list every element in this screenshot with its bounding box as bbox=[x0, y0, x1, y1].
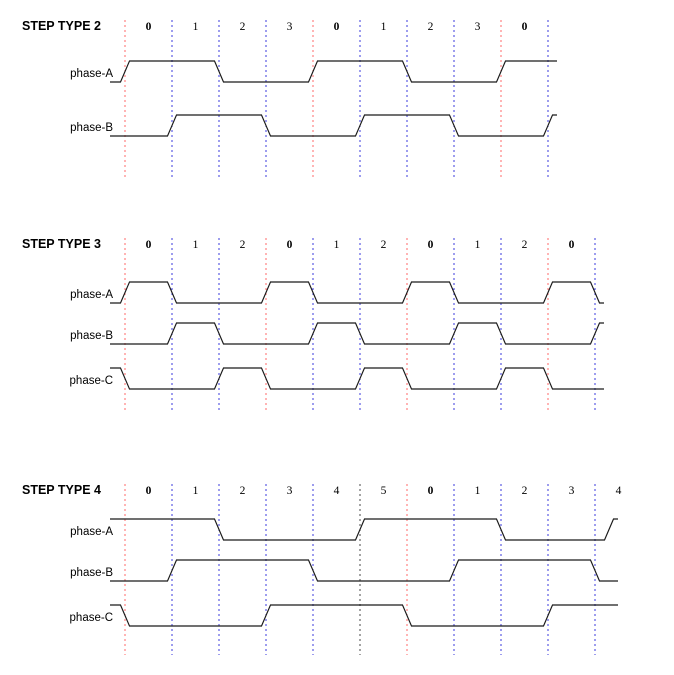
waveform-step-type-2-phase-A bbox=[110, 60, 557, 83]
waveform-step-type-3-phase-A bbox=[110, 281, 604, 304]
phase-row-phase-C: phase-C bbox=[70, 367, 604, 390]
phase-row-phase-A: phase-A bbox=[70, 60, 557, 83]
step-label-2: 2 bbox=[240, 239, 246, 251]
step-label-6: 0 bbox=[428, 239, 434, 251]
step-label-6: 0 bbox=[428, 485, 434, 497]
phase-label-phase-A: phase-A bbox=[70, 68, 113, 80]
phase-row-phase-B: phase-B bbox=[70, 559, 618, 582]
step-label-5: 2 bbox=[381, 239, 387, 251]
diagram-block-step-type-2: STEP TYPE 2 0 1 2 3 0 1 2 3 0 phase-A phase-B bbox=[22, 19, 557, 178]
step-label-3: 0 bbox=[287, 239, 293, 251]
step-label-6: 2 bbox=[428, 21, 434, 33]
step-label-4: 0 bbox=[334, 21, 340, 33]
phase-label-phase-C: phase-C bbox=[70, 375, 113, 387]
waveform-step-type-4-phase-C bbox=[110, 604, 618, 627]
step-label-5: 1 bbox=[381, 21, 387, 33]
waveform-step-type-4-phase-B bbox=[110, 559, 618, 582]
step-label-8: 2 bbox=[522, 485, 528, 497]
step-label-4: 4 bbox=[334, 485, 340, 497]
gridlines-step-type-3 bbox=[124, 238, 596, 410]
diagram-block-step-type-3: STEP TYPE 3 0 1 2 0 1 2 0 1 2 0 phase-A phase-B phase… bbox=[22, 237, 604, 410]
step-label-0: 0 bbox=[146, 239, 152, 251]
step-label-10: 4 bbox=[616, 485, 622, 497]
step-label-0: 0 bbox=[146, 485, 152, 497]
step-label-3: 3 bbox=[287, 21, 293, 33]
phase-row-phase-A: phase-A bbox=[70, 281, 604, 304]
step-label-8: 2 bbox=[522, 239, 528, 251]
step-label-7: 1 bbox=[475, 485, 481, 497]
block-title-step-type-3: STEP TYPE 3 bbox=[22, 237, 101, 251]
step-label-2: 2 bbox=[240, 485, 246, 497]
step-label-3: 3 bbox=[287, 485, 293, 497]
waveform-step-type-4-phase-A bbox=[110, 518, 618, 541]
step-label-1: 1 bbox=[193, 239, 199, 251]
waveform-step-type-3-phase-C bbox=[110, 367, 604, 390]
step-label-2: 2 bbox=[240, 21, 246, 33]
phase-label-phase-A: phase-A bbox=[70, 289, 113, 301]
waveform-step-type-2-phase-B bbox=[110, 114, 557, 137]
step-label-9: 3 bbox=[569, 485, 575, 497]
step-label-8: 0 bbox=[522, 21, 528, 33]
phase-label-phase-C: phase-C bbox=[70, 612, 113, 624]
gridlines-step-type-4 bbox=[124, 484, 596, 655]
phase-label-phase-A: phase-A bbox=[70, 526, 113, 538]
phase-row-phase-A: phase-A bbox=[70, 518, 618, 541]
step-labels-step-type-2: 0 1 2 3 0 1 2 3 0 bbox=[146, 21, 528, 33]
step-labels-step-type-4: 0 1 2 3 4 5 0 1 2 3 4 bbox=[146, 485, 622, 497]
phase-row-phase-B: phase-B bbox=[70, 322, 604, 345]
step-labels-step-type-3: 0 1 2 0 1 2 0 1 2 0 bbox=[146, 239, 575, 251]
phase-label-phase-B: phase-B bbox=[70, 567, 113, 579]
waveform-step-type-3-phase-B bbox=[110, 322, 604, 345]
diagram-block-step-type-4: STEP TYPE 4 0 1 2 3 4 5 0 1 2 3 4 phase-A phase-B phas… bbox=[22, 483, 622, 655]
phase-row-phase-C: phase-C bbox=[70, 604, 618, 627]
phase-label-phase-B: phase-B bbox=[70, 122, 113, 134]
gridlines-step-type-2 bbox=[124, 20, 549, 178]
step-label-7: 1 bbox=[475, 239, 481, 251]
block-title-step-type-2: STEP TYPE 2 bbox=[22, 19, 101, 33]
step-label-5: 5 bbox=[381, 485, 387, 497]
step-label-1: 1 bbox=[193, 21, 199, 33]
phase-row-phase-B: phase-B bbox=[70, 114, 557, 137]
step-label-4: 1 bbox=[334, 239, 340, 251]
step-label-1: 1 bbox=[193, 485, 199, 497]
step-label-9: 0 bbox=[569, 239, 575, 251]
step-label-0: 0 bbox=[146, 21, 152, 33]
phase-label-phase-B: phase-B bbox=[70, 330, 113, 342]
step-label-7: 3 bbox=[475, 21, 481, 33]
block-title-step-type-4: STEP TYPE 4 bbox=[22, 483, 101, 497]
